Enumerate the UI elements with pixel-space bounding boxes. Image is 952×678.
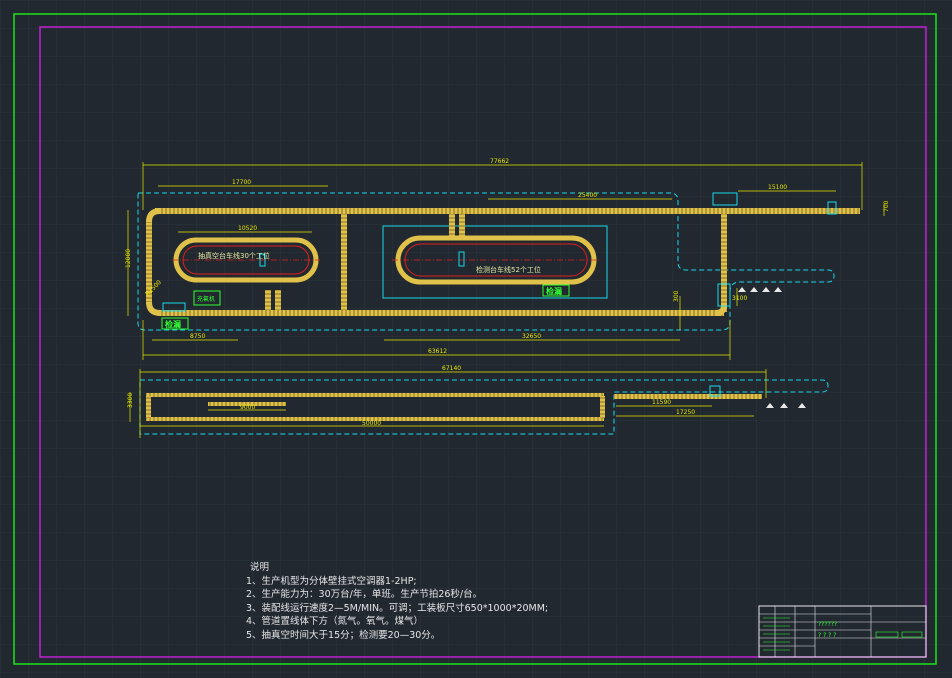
title-block-mark-2: ? ? ? ? xyxy=(818,632,836,639)
dim-seg-top-right: 15100 xyxy=(768,184,787,191)
conveyor-corner-tl xyxy=(146,208,161,223)
box-inspect-right xyxy=(542,284,570,297)
notes-line-5: 5、抽真空时间大于15分；检测要20—30分。 xyxy=(246,629,441,641)
title-block: ?????? ? ? ? ? xyxy=(758,605,927,658)
dim-loop-width: 10520 xyxy=(238,225,257,232)
conveyor-top xyxy=(155,208,860,214)
box-sec-unit xyxy=(709,385,721,397)
conveyor-mid-1 xyxy=(341,214,347,310)
conveyor-sec-inner xyxy=(208,402,286,406)
conveyor-corner-bl xyxy=(146,301,161,316)
title-block-mark-1: ?????? xyxy=(818,621,837,628)
dimension-lines-upper xyxy=(127,162,885,360)
dim-line2-overall: 67140 xyxy=(442,365,461,372)
dim-line2-height: 3300 xyxy=(127,393,134,408)
conveyor-sec-bottom xyxy=(146,417,604,421)
markers-lower xyxy=(766,403,806,408)
label-charge-machine: 充氟机 xyxy=(197,295,215,303)
dim-overall-top: 77662 xyxy=(490,158,509,165)
conveyor-sec-right xyxy=(614,394,762,399)
conveyor-bottom xyxy=(158,310,724,316)
label-inspect-right: 检漏 xyxy=(546,286,562,296)
main-layout: 抽真空台车线30个工位 检测台车线52个工位 检漏 检漏 充氟机 R1500 7… xyxy=(125,158,890,360)
box-small-left xyxy=(162,302,186,312)
dimension-lines-lower xyxy=(129,369,767,438)
conveyor-mid-5 xyxy=(275,290,281,310)
box-inspect-left xyxy=(161,317,189,330)
dim-right-small: 700 xyxy=(883,200,890,212)
notes-line-2: 2、生产能力为：30万台/年，单班。生产节拍26秒/台。 xyxy=(246,589,483,601)
outline-secondary-dashed xyxy=(139,379,829,435)
dim-bottom-mid: 32650 xyxy=(522,333,541,340)
conveyor-mid-3 xyxy=(459,214,465,236)
conveyor-sec-left-v xyxy=(146,396,151,418)
notes-block: 说明 1、生产机型为分体壁挂式空调器1-2HP; 2、生产能力为：30万台/年，… xyxy=(246,561,548,643)
dim-seg-top-mid: 25400 xyxy=(578,192,597,199)
title-block-frame xyxy=(758,605,927,658)
conveyor-mid-4 xyxy=(265,290,271,310)
box-top-right-unit xyxy=(712,192,738,206)
box-charge-machine xyxy=(193,290,221,306)
label-loop-right: 检测台车线52个工位 xyxy=(476,265,541,274)
dim-right-mid: 3100 xyxy=(732,295,747,302)
dim-seg-top-left: 17700 xyxy=(232,179,251,186)
dim-bottom-overall: 63612 xyxy=(428,348,447,355)
notes-title: 说明 xyxy=(250,562,270,573)
label-inspect-left: 检漏 xyxy=(165,319,181,329)
dim-mid-right: 300 xyxy=(673,290,680,302)
notes-line-3: 3、装配线运行速度2—5M/MIN。可调；工装板尺寸650*1000*20MM; xyxy=(246,602,549,614)
label-loop-left: 抽真空台车线30个工位 xyxy=(198,251,270,260)
dim-left-height: 12000 xyxy=(125,249,132,268)
notes-line-1: 1、生产机型为分体壁挂式空调器1-2HP; xyxy=(246,575,417,587)
dim-line2-right1: 11590 xyxy=(652,399,671,406)
outer-frame xyxy=(13,13,937,665)
loop-left-station xyxy=(259,253,266,267)
conveyor-right xyxy=(721,214,727,312)
conveyor-left xyxy=(146,220,152,304)
box-right-station xyxy=(827,201,837,215)
conveyor-mid-2 xyxy=(449,214,455,236)
inner-frame xyxy=(39,26,927,658)
box-right-lower xyxy=(717,283,731,307)
conveyor-sec-right-v xyxy=(600,396,605,418)
dim-line2-bottom: 50000 xyxy=(362,420,381,427)
dim-line2-inner: 9000 xyxy=(240,404,255,411)
secondary-line: 67140 9000 50000 11590 17250 3300 xyxy=(127,365,829,438)
outline-right-loop-area xyxy=(382,225,608,299)
notes-line-4: 4、管道置线体下方（氮气。氧气。煤气） xyxy=(246,616,424,628)
dim-bottom-left: 8750 xyxy=(190,333,205,340)
dim-line2-right2: 17250 xyxy=(676,409,695,416)
markers-upper xyxy=(738,287,782,292)
loop-right-station xyxy=(458,251,465,267)
conveyor-sec-top xyxy=(146,393,604,397)
